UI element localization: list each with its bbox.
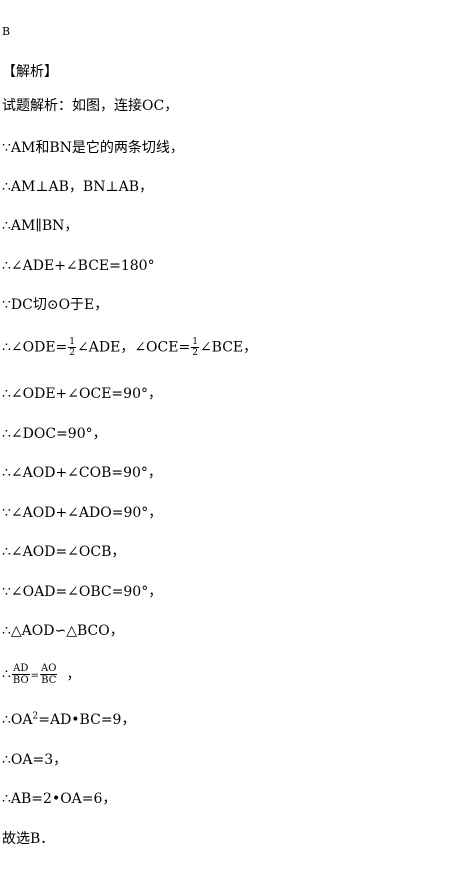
half-angle-middle: ∠ADE，∠OCE= [77, 339, 191, 356]
half-angle-prefix: ∴∠ODE= [2, 339, 68, 356]
solution-line-11: ∵∠AOD+∠ADO=90°， [2, 505, 163, 521]
solution-line-10: ∴∠AOD+∠COB=90°， [2, 465, 162, 481]
solution-line-12: ∴∠AOD=∠OCB， [2, 544, 126, 560]
solution-line-4: ∴AM∥BN， [2, 218, 79, 234]
solution-line-3: ∴AM⊥AB，BN⊥AB， [2, 179, 154, 195]
fraction-numerator: AO [40, 663, 58, 675]
solution-line-6: ∵DC切⊙O于E， [2, 297, 109, 313]
square-prefix: ∴OA [2, 712, 33, 728]
square-line: ∴OA2=AD•BC=9， [2, 712, 135, 728]
square-suffix: =AD•BC=9， [38, 712, 136, 728]
solution-line-14: ∴△AOD∽△BCO， [2, 623, 124, 639]
solution-line-2: ∵AM和BN是它的两条切线， [2, 140, 184, 156]
answer-letter: B [2, 25, 11, 38]
fraction-numerator: AD [11, 663, 30, 675]
solution-line-9: ∴∠DOC=90°， [2, 426, 107, 442]
ratio-equals: = [30, 670, 40, 682]
ratio-suffix: ， [66, 666, 81, 683]
fraction-numerator: 1 [191, 337, 199, 348]
solution-line-17: ∴OA=3， [2, 752, 68, 768]
fraction-denominator: 2 [69, 348, 76, 358]
solution-line-18: ∴AB=2•OA=6， [2, 791, 117, 807]
solution-line-1: 试题解析：如图，连接OC， [2, 98, 179, 114]
solution-line-8: ∴∠ODE+∠OCE=90°， [2, 386, 162, 402]
square-exponent: 2 [32, 711, 39, 722]
fraction-denominator: BO [12, 675, 29, 686]
fraction-denominator: 2 [192, 348, 198, 358]
fraction-denominator: BC [41, 675, 57, 686]
ratio-prefix: ∴ [2, 666, 11, 683]
solution-line-19: 故选B． [2, 831, 55, 847]
section-title: 【解析】 [2, 64, 58, 80]
fraction-numerator: 1 [68, 337, 77, 348]
solution-line-5: ∴∠ADE+∠BCE=180° [2, 258, 155, 274]
half-angle-suffix: ∠BCE， [199, 339, 258, 356]
solution-line-13: ∵∠OAD=∠OBC=90°， [2, 584, 163, 600]
